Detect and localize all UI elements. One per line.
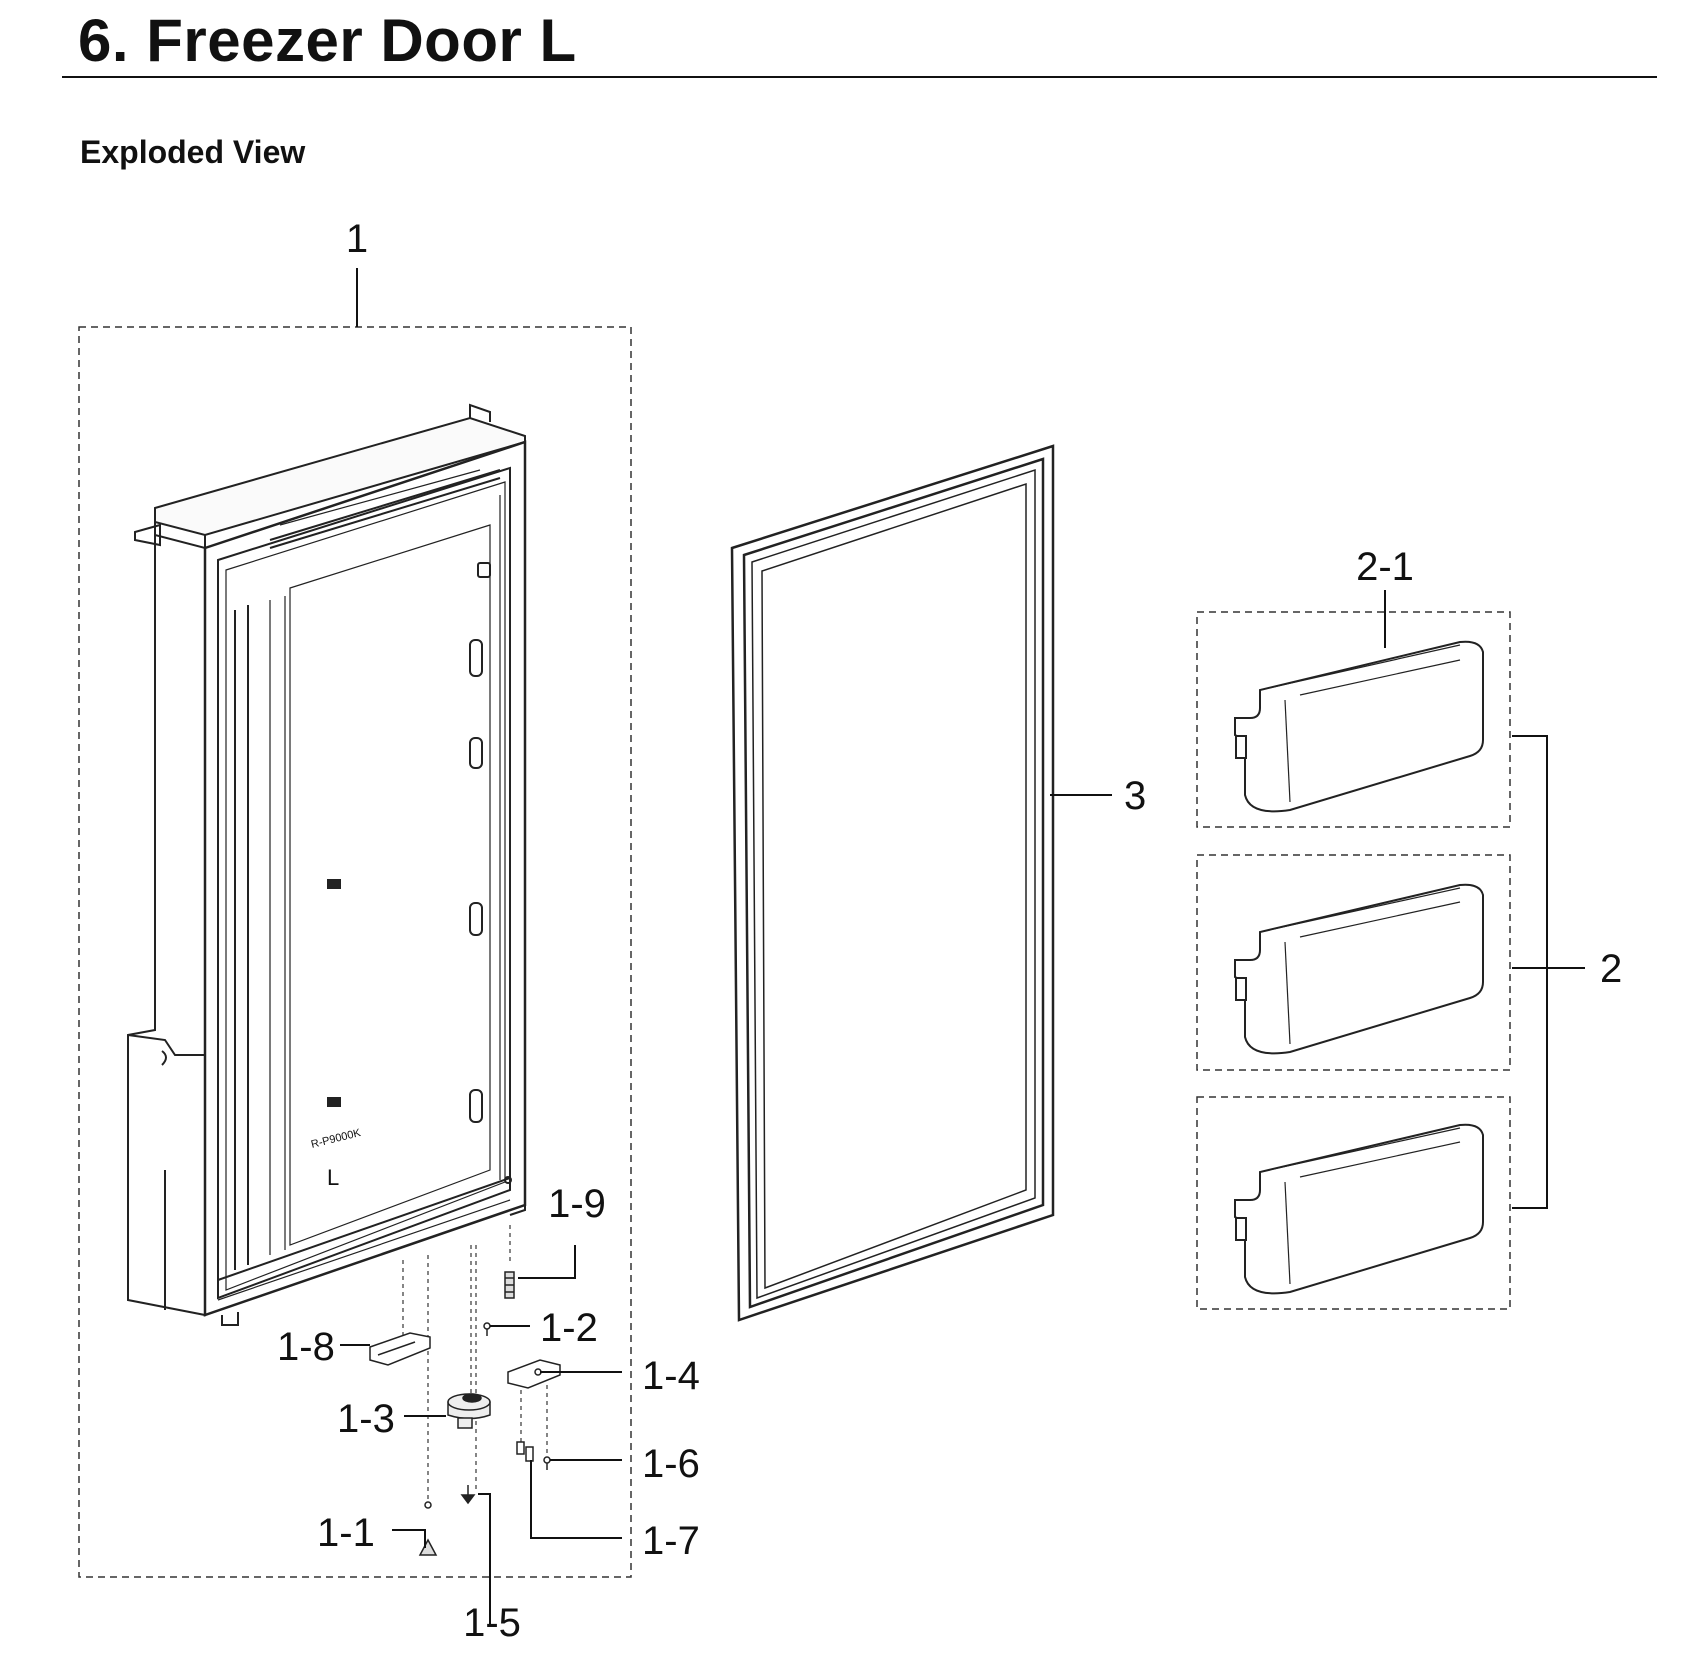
title-underline [62, 76, 1657, 78]
pin-1-2 [483, 1322, 491, 1336]
callout-2: 2 [1600, 947, 1622, 991]
door-gasket-3 [730, 444, 1055, 1322]
hardware-leaders [340, 1245, 622, 1625]
callout-1-9: 1-9 [548, 1182, 606, 1226]
hinge-spring-1-9 [504, 1271, 515, 1299]
callout-1-2: 1-2 [540, 1306, 598, 1350]
assembly-1-group-box [78, 326, 632, 1578]
callout-2-1: 2-1 [1356, 545, 1414, 589]
page-title: 6. Freezer Door L [78, 7, 577, 74]
hinge-bracket-1-4 [507, 1359, 561, 1389]
door-bin-top [1234, 640, 1484, 813]
section-subtitle: Exploded View [80, 134, 306, 170]
hardware-guide-lines [402, 1225, 548, 1500]
door-bin-bottom [1234, 1123, 1484, 1295]
callout-1: 1 [346, 217, 368, 261]
foot-1-1 [418, 1501, 438, 1556]
callout-1-8: 1-8 [277, 1325, 335, 1369]
door-side-letter: L [327, 1165, 339, 1190]
callout-1-5: 1-5 [463, 1601, 521, 1645]
shelf-group-boxes [1196, 611, 1511, 1310]
door-panel [127, 403, 527, 1326]
screw-1-5 [460, 1485, 476, 1505]
callout-1-1: 1-1 [317, 1511, 375, 1555]
callout-1-4: 1-4 [642, 1354, 700, 1398]
callout-1-7: 1-7 [642, 1519, 700, 1563]
screws-1-6-1-7 [516, 1441, 551, 1470]
hinge-cam-1-3 [447, 1393, 491, 1429]
door-bin-middle [1234, 883, 1484, 1055]
callout-1-6: 1-6 [642, 1442, 700, 1486]
door-stopper-1-8 [369, 1332, 431, 1366]
callout-3: 3 [1124, 774, 1146, 818]
callout-1-3: 1-3 [337, 1397, 395, 1441]
callout-2-bracket [1512, 735, 1585, 1209]
door-model-marking: R-P9000K [310, 1127, 363, 1151]
